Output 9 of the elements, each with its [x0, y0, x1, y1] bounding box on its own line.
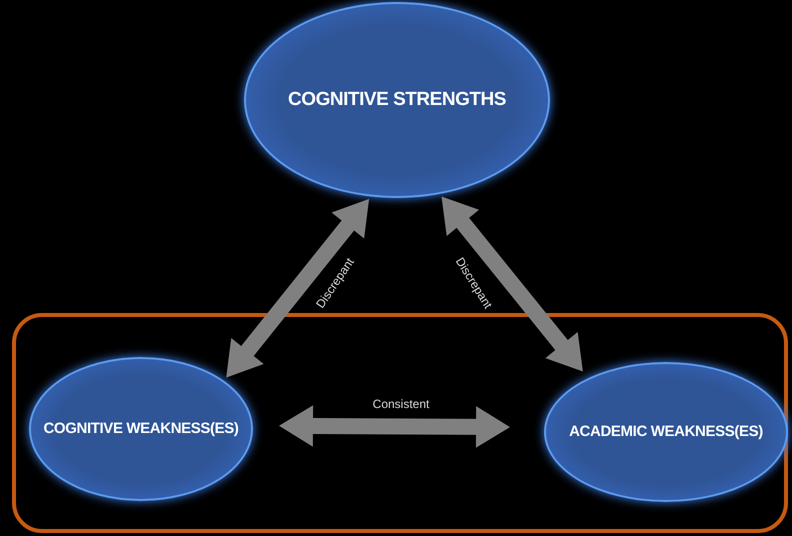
double-arrow	[226, 198, 370, 378]
double-arrow	[279, 405, 510, 448]
node-label: COGNITIVE STRENGTHS	[287, 88, 507, 112]
node-label: ACADEMIC WEAKNESS(ES)	[568, 422, 764, 442]
node-label: COGNITIVE WEAKNESS(ES)	[42, 418, 240, 439]
ellipse	[544, 362, 788, 502]
double-arrow	[442, 196, 583, 372]
edge-label: Consistent	[372, 398, 430, 410]
ellipse	[29, 357, 253, 501]
